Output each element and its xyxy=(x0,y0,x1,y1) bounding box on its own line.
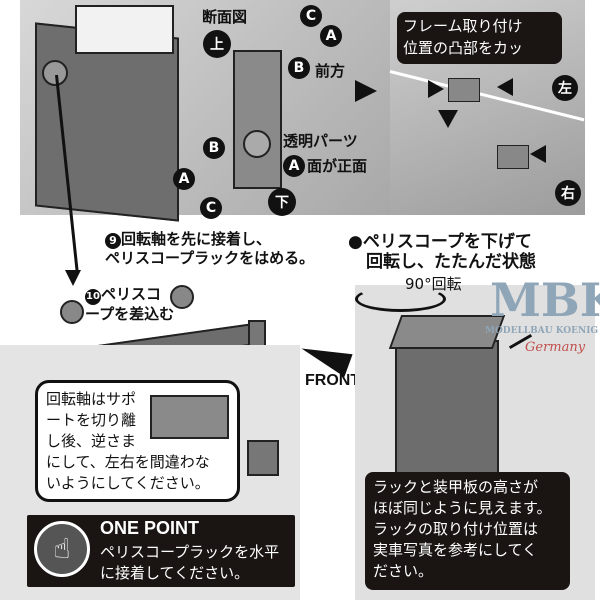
periscope-window xyxy=(75,5,174,54)
step9-line1: 回転軸を先に接着し、 xyxy=(121,230,272,248)
frame-cut-line2: 位置の凸部をカッ xyxy=(403,39,524,57)
clear-part-face-label: 面が正面 xyxy=(307,157,368,175)
mbk-country: Germany xyxy=(525,340,586,355)
folded-line1: ●ペリスコープを下げて xyxy=(348,232,532,252)
forward-arrow-icon xyxy=(355,80,377,102)
one-point-title: ONE POINT xyxy=(100,518,200,538)
pointing-hand-icon: ☝ xyxy=(34,521,90,577)
height-note-line4: 実車写真を参考にしてく xyxy=(373,541,538,559)
step9-line2: ペリスコープラックをはめる。 xyxy=(105,249,315,267)
one-point-box: ☝ ONE POINT ペリスコープラックを水平 に接着してください。 xyxy=(27,515,295,587)
front-arrow-icon xyxy=(297,337,353,377)
right-marker: 右 xyxy=(555,180,581,206)
frame-cut-note: フレーム取り付け 位置の凸部をカッ xyxy=(397,12,562,64)
cut-arrow-icon xyxy=(530,145,546,163)
marker-c-top: C xyxy=(300,5,322,27)
section-mechanism xyxy=(233,50,282,189)
section-view-title: 断面図 xyxy=(202,8,248,26)
support-note: 回転軸はサポ ートを切り離 し後、逆さま にして、左右を間違わな いようにしてく… xyxy=(35,380,240,502)
marker-a-face: A xyxy=(283,155,305,177)
height-note-line2: ほぼ同じように見えます。 xyxy=(373,499,552,517)
support-note-line4: にして、左右を間違わな xyxy=(46,453,210,471)
folded-title: ●ペリスコープを下げて 回転し、たたんだ状態 xyxy=(348,232,536,272)
front-label: FRONT xyxy=(305,372,361,389)
cut-arrow-icon xyxy=(428,80,444,98)
marker-a-bottom: A xyxy=(173,168,195,190)
folded-periscope xyxy=(395,340,499,474)
mounted-shaft xyxy=(247,440,279,476)
left-marker: 左 xyxy=(552,75,578,101)
step10-instruction: 10ペリスコ ープを差込む xyxy=(85,285,174,323)
support-note-line3: し後、逆さま xyxy=(46,432,137,450)
rack-arm xyxy=(170,285,194,309)
mount-block-left xyxy=(448,78,480,102)
height-note-line1: ラックと装甲板の高さが xyxy=(373,478,539,496)
one-point-line1: ペリスコープラックを水平 xyxy=(100,543,280,561)
step9-number: 9 xyxy=(105,233,121,249)
marker-a-top: A xyxy=(320,25,342,47)
top-marker: 上 xyxy=(203,30,231,58)
support-note-line1: 回転軸はサポ xyxy=(46,390,137,408)
cut-arrow-icon xyxy=(497,78,513,96)
down-arrow-icon xyxy=(65,270,81,286)
height-note-line3: ラックの取り付け位置は xyxy=(373,520,539,538)
mbk-subtitle: MODELLBAU KOENIG xyxy=(485,326,599,336)
support-note-line2: ートを切り離 xyxy=(46,411,137,429)
marker-c-bottom: C xyxy=(200,197,222,219)
marker-b-bottom: B xyxy=(203,137,225,159)
rotation-arrow-icon xyxy=(355,286,446,312)
height-note: ラックと装甲板の高さが ほぼ同じように見えます。 ラックの取り付け位置は 実車写… xyxy=(365,472,570,590)
frame-cut-line1: フレーム取り付け xyxy=(403,17,523,35)
forward-label: 前方 xyxy=(315,62,346,80)
height-note-line5: ださい。 xyxy=(373,562,434,580)
marker-b-top: B xyxy=(288,57,310,79)
shaft-parts-sprue xyxy=(150,395,229,439)
bottom-marker: 下 xyxy=(268,188,296,216)
cut-arrow-icon xyxy=(438,110,458,128)
mbk-logo: MBK xyxy=(490,273,600,327)
periscope-pivot xyxy=(42,60,68,86)
folded-line2: 回転し、たたんだ状態 xyxy=(366,252,536,272)
clear-part-label: 透明パーツ xyxy=(283,132,358,150)
support-note-line5: いようにしてください。 xyxy=(46,474,210,492)
one-point-line2: に接着してください。 xyxy=(100,564,250,582)
step10-number: 10 xyxy=(85,289,101,305)
rack-arm xyxy=(60,300,84,324)
lens-bolt xyxy=(243,130,271,158)
mount-block-right xyxy=(497,145,529,169)
step10-line2: ープを差込む xyxy=(85,305,175,323)
step10-line1: ペリスコ xyxy=(101,285,162,303)
